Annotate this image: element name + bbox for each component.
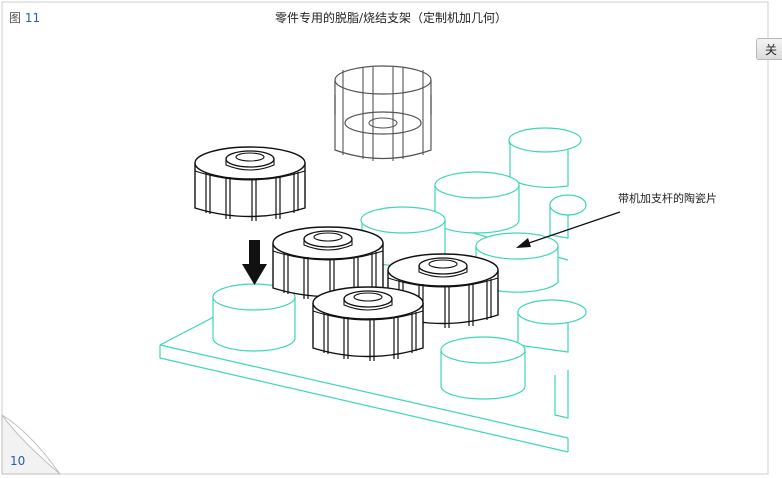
slide-border [1,1,769,475]
ceramic-puck [434,171,520,234]
annotation-arrow-icon [516,211,621,248]
close-button[interactable]: 关 [756,38,782,60]
down-arrow-icon [242,240,267,285]
ceramic-puck [440,336,526,400]
page-number: 10 [10,454,26,468]
fixture-ghost [334,65,432,161]
ceramic-puck [212,283,296,352]
fixture-lifted [194,146,306,222]
ceramic-puck [508,127,582,188]
figure-label-number: 11 [24,11,41,25]
figure-label-prefix: 图 [9,11,22,25]
page-title: 零件专用的脱脂/烧结支架（定制机加几何） [274,11,508,25]
fixture-placed [312,286,424,362]
ceramic-puck [549,194,587,239]
ceramic-puck [554,370,569,419]
ceramic-puck [517,299,587,353]
figure-label: 图 11 [9,9,40,26]
annotation-label: 带机加支杆的陶瓷片 [618,192,717,205]
